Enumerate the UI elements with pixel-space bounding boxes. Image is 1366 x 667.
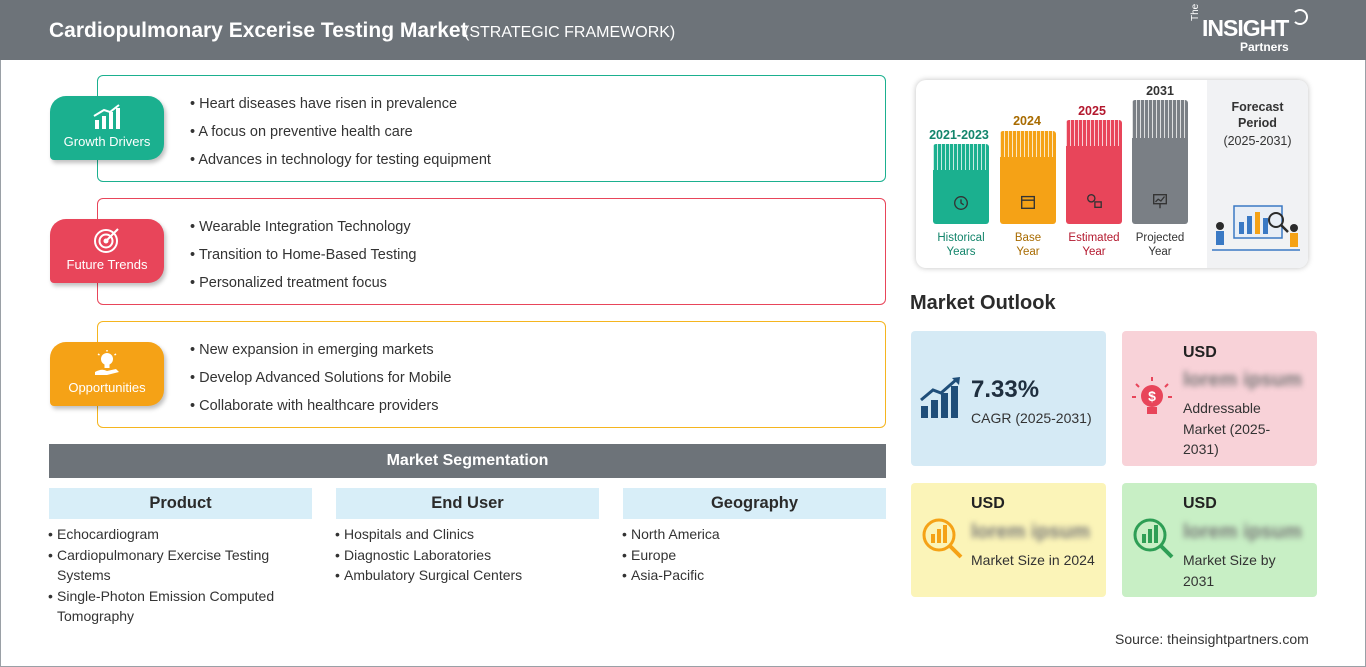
list-item: Advances in technology for testing equip… [190, 152, 491, 180]
list-item: Personalized treatment focus [190, 275, 416, 303]
market-size-2024-card: USD lorem ipsum Market Size in 2024 [911, 483, 1106, 597]
lightbulb-dollar-icon: $ [1132, 377, 1172, 414]
addressable-label: Addressable Market (2025-2031) [1183, 400, 1271, 457]
end-user-segment-list: Hospitals and Clinics Diagnostic Laborat… [335, 524, 595, 586]
cagr-label: CAGR (2025-2031) [971, 410, 1092, 426]
geography-segment-list: North America Europe Asia-Pacific [622, 524, 882, 586]
list-item: Heart diseases have risen in prevalence [190, 96, 491, 124]
size2031-value: lorem ipsum [1183, 521, 1302, 543]
addressable-market-card: $ USD lorem ipsum Addressable Market (20… [1122, 331, 1317, 466]
growth-drivers-badge: Growth Drivers [50, 96, 164, 160]
list-item: Transition to Home-Based Testing [190, 247, 417, 275]
calendar-icon [1021, 195, 1035, 209]
size2031-currency: USD [1183, 495, 1217, 512]
timeline-year-historical: 2021-2023 [929, 128, 989, 142]
list-item: Develop Advanced Solutions for Mobile [190, 370, 451, 398]
svg-text:$: $ [1148, 388, 1156, 404]
cagr-value: 7.33% [971, 376, 1040, 403]
timeline-bar-historical [933, 144, 989, 224]
source-credit[interactable]: Source: theinsightpartners.com [1115, 631, 1309, 647]
timeline-bar-projected [1132, 100, 1188, 224]
page-subtitle: (STRATEGIC FRAMEWORK) [464, 24, 676, 41]
opportunities-label: Opportunities [68, 380, 146, 395]
magnifier-chart-icon [1133, 518, 1174, 559]
timeline-year-base: 2024 [1013, 114, 1041, 128]
future-trends-badge: Future Trends [50, 219, 164, 283]
growth-drivers-box: Heart diseases have risen in prevalence … [97, 75, 886, 182]
size2024-label: Market Size in 2024 [971, 552, 1095, 568]
market-segmentation-bar: Market Segmentation [49, 444, 886, 478]
size2031-label: Market Size by 2031 [1183, 552, 1276, 589]
list-item: Echocardiogram [48, 524, 318, 545]
future-trends-label: Future Trends [66, 257, 148, 272]
segment-heading-end-user: End User [336, 488, 599, 519]
list-item: Wearable Integration Technology [190, 219, 416, 247]
future-trends-box: Wearable Integration Technology Transiti… [97, 198, 886, 305]
list-item: New expansion in emerging markets [190, 342, 451, 370]
addressable-currency: USD [1183, 344, 1217, 361]
analyst-dashboard-illustration-icon [1212, 205, 1300, 251]
logo-partners-text: Partners [1240, 40, 1289, 54]
insight-partners-logo[interactable]: The INSIGHT Partners [1188, 4, 1318, 55]
timeline-year-estimated: 2025 [1078, 104, 1106, 118]
list-item: Collaborate with healthcare providers [190, 398, 451, 426]
growth-drivers-label: Growth Drivers [63, 134, 151, 149]
size2024-value: lorem ipsum [971, 521, 1090, 543]
list-item: Ambulatory Surgical Centers [335, 565, 595, 586]
logo-arc-icon [1292, 9, 1308, 25]
gear-chart-icon [1087, 194, 1102, 208]
magnifier-chart-icon [922, 518, 963, 559]
target-icon [94, 228, 119, 253]
list-item: North America [622, 524, 882, 545]
lightbulb-hand-icon [95, 350, 119, 375]
list-item: Europe [622, 545, 882, 566]
bar-chart-growth-icon [93, 104, 120, 129]
list-item: Hospitals and Clinics [335, 524, 595, 545]
opportunities-badge: Opportunities [50, 342, 164, 406]
segment-heading-geography: Geography [623, 488, 886, 519]
header-bar: Cardiopulmonary Excerise Testing Market … [0, 0, 1366, 60]
timeline-bar-base [1000, 131, 1056, 224]
history-clock-icon [954, 196, 968, 210]
logo-the-text: The [1190, 3, 1201, 21]
forecast-period-label: Forecast Period (2025-2031) [1223, 100, 1292, 148]
presentation-board-icon [1153, 194, 1167, 209]
timeline-bar-estimated [1066, 120, 1122, 224]
size2024-currency: USD [971, 495, 1005, 512]
growth-chart-icon [920, 377, 960, 418]
list-item: Asia-Pacific [622, 565, 882, 586]
opportunities-box: New expansion in emerging markets Develo… [97, 321, 886, 428]
list-item: Cardiopulmonary Exercise Testing Systems [48, 545, 318, 586]
market-size-2031-card: USD lorem ipsum Market Size by 2031 [1122, 483, 1317, 597]
list-item: A focus on preventive health care [190, 124, 491, 152]
market-outlook-title: Market Outlook [910, 292, 1056, 314]
segment-heading-product: Product [49, 488, 312, 519]
cagr-card: 7.33% CAGR (2025-2031) [911, 331, 1106, 466]
list-item: Single-Photon Emission Computed Tomograp… [48, 586, 318, 627]
timeline-year-projected: 2031 [1146, 84, 1174, 98]
list-item: Diagnostic Laboratories [335, 545, 595, 566]
addressable-value: lorem ipsum [1183, 369, 1302, 391]
product-segment-list: Echocardiogram Cardiopulmonary Exercise … [48, 524, 318, 627]
logo-insight-text: INSIGHT [1202, 15, 1289, 41]
page-title: Cardiopulmonary Excerise Testing Market [49, 19, 468, 42]
